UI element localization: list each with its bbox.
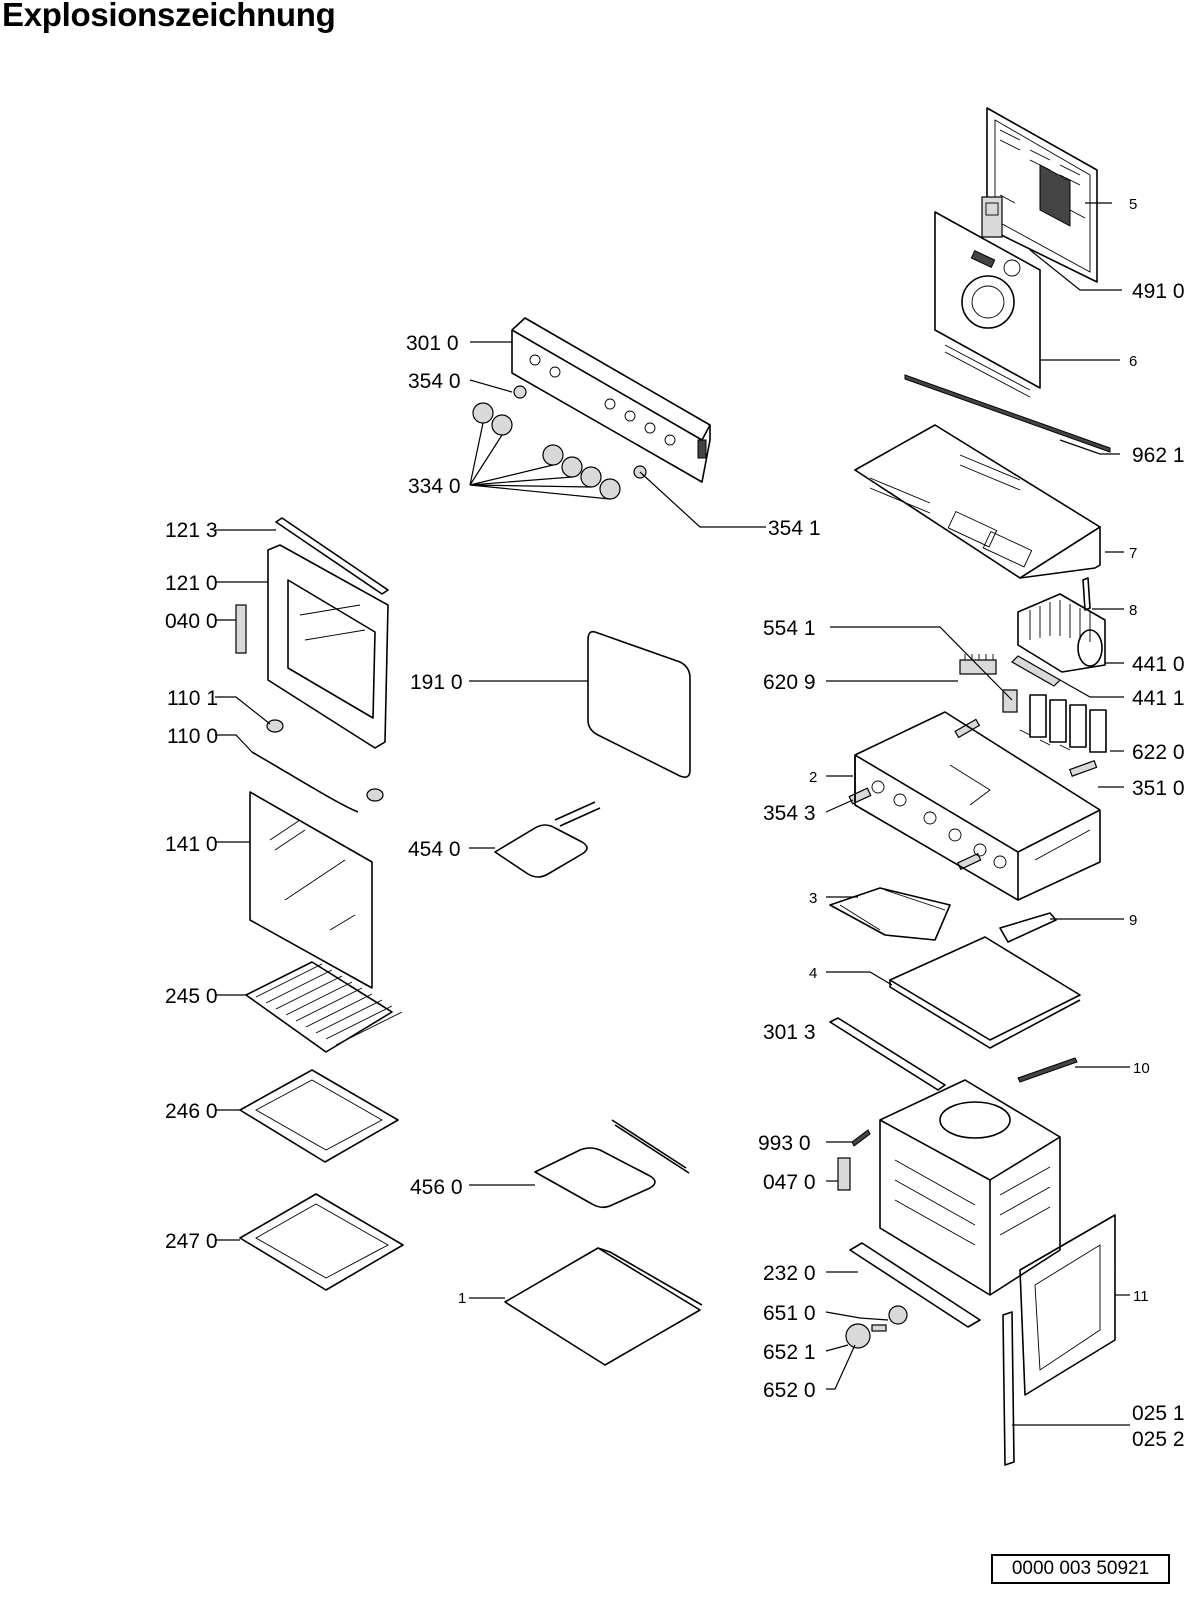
label-2320: 232 0 <box>763 1262 816 1285</box>
part-grid-shelf <box>245 961 403 1053</box>
part-bottom-plate-4 <box>889 936 1081 1049</box>
label-6521: 652 1 <box>763 1341 816 1364</box>
label-5: 5 <box>1129 196 1137 213</box>
label-1410: 141 0 <box>165 833 218 856</box>
label-4411: 441 1 <box>1132 687 1185 710</box>
label-0470: 047 0 <box>763 1171 816 1194</box>
part-baking-tray-2470 <box>239 1193 404 1291</box>
label-7: 7 <box>1129 545 1137 562</box>
part-rear-panel <box>981 107 1098 283</box>
label-1210: 121 0 <box>165 572 218 595</box>
label-6220: 622 0 <box>1132 741 1185 764</box>
label-4: 4 <box>809 965 817 982</box>
label-6209: 620 9 <box>763 671 816 694</box>
part-pin-small <box>954 718 981 739</box>
part-shelf-bracket-3 <box>829 887 951 941</box>
label-1: 1 <box>458 1290 466 1307</box>
label-3013: 301 3 <box>763 1021 816 1044</box>
part-seal-strip <box>904 374 1111 453</box>
part-control-panel <box>511 317 711 483</box>
label-6520: 652 0 <box>763 1379 816 1402</box>
label-0251: 025 1 <box>1132 1402 1185 1425</box>
part-fan-strip <box>1011 655 1061 687</box>
part-switches <box>1002 689 1107 753</box>
part-heating-element <box>494 801 601 878</box>
label-2450: 245 0 <box>165 985 218 1008</box>
part-tangential-fan <box>1017 593 1106 673</box>
label-3510: 351 0 <box>1132 777 1185 800</box>
part-lower-heating-element <box>534 1119 690 1209</box>
label-2470: 247 0 <box>165 1230 218 1253</box>
part-terminal-block <box>959 654 997 675</box>
label-1101: 110 1 <box>167 687 218 710</box>
part-pin-3510 <box>1068 759 1098 777</box>
part-pin-3543 <box>848 787 872 805</box>
label-4410: 441 0 <box>1132 653 1185 676</box>
label-8: 8 <box>1129 602 1137 619</box>
label-2460: 246 0 <box>165 1100 218 1123</box>
label-6510: 651 0 <box>763 1302 816 1325</box>
part-handle <box>251 719 384 813</box>
label-0252: 025 2 <box>1132 1428 1185 1451</box>
leader-lines <box>215 202 1130 1426</box>
label-3541: 354 1 <box>768 517 821 540</box>
label-1910: 191 0 <box>410 671 463 694</box>
label-9: 9 <box>1129 912 1137 929</box>
part-door-strip <box>275 517 389 595</box>
part-strip-2320 <box>849 1242 981 1328</box>
label-3: 3 <box>809 890 817 907</box>
part-door-seal <box>587 630 691 778</box>
label-3010: 301 0 <box>406 332 459 355</box>
part-knob-6510 <box>888 1305 908 1325</box>
part-rail-3013 <box>829 1017 946 1091</box>
part-screw-9930 <box>851 1129 871 1147</box>
label-5541: 554 1 <box>763 617 816 640</box>
part-side-strip-0251 <box>1002 1311 1015 1466</box>
label-2: 2 <box>809 769 817 786</box>
label-6: 6 <box>1129 353 1137 370</box>
part-knobs <box>472 385 647 500</box>
part-door-frame <box>267 544 389 749</box>
label-1213: 121 3 <box>165 519 218 542</box>
page-title: Explosionszeichnung <box>2 0 336 33</box>
part-knob-shaft <box>871 1324 887 1332</box>
part-rod-10 <box>1017 1057 1078 1083</box>
label-0400: 040 0 <box>165 610 218 633</box>
part-oven-cavity <box>879 1079 1061 1296</box>
part-control-housing <box>854 711 1101 901</box>
label-11: 11 <box>1133 1288 1149 1305</box>
label-1100: 110 0 <box>167 725 218 748</box>
label-9930: 993 0 <box>758 1132 811 1155</box>
label-3543: 354 3 <box>763 802 816 825</box>
part-baking-tray-2460 <box>239 1069 399 1163</box>
part-bracket <box>1082 577 1091 611</box>
part-top-cover <box>854 424 1101 579</box>
part-bottom-cover <box>504 1247 703 1366</box>
drawing-number: 0000 003 50921 <box>991 1554 1170 1584</box>
part-9 <box>999 912 1057 943</box>
label-3340: 334 0 <box>408 475 461 498</box>
label-4560: 456 0 <box>410 1176 463 1199</box>
label-9621: 962 1 <box>1132 444 1185 467</box>
part-fan-cover <box>934 211 1041 398</box>
part-knob-6521 <box>845 1323 871 1349</box>
part-labels: 5 491 0 6 962 1 7 8 554 1 441 0 620 9 44… <box>165 196 1185 1451</box>
label-4540: 454 0 <box>408 838 461 861</box>
label-10: 10 <box>1133 1060 1150 1077</box>
part-glass-pane <box>249 791 373 989</box>
part-hinge-0400 <box>235 604 247 654</box>
part-hinge-0470 <box>837 1157 851 1191</box>
label-3540: 354 0 <box>408 370 461 393</box>
label-4910: 491 0 <box>1132 280 1185 303</box>
part-door-frame-11 <box>1019 1214 1116 1396</box>
